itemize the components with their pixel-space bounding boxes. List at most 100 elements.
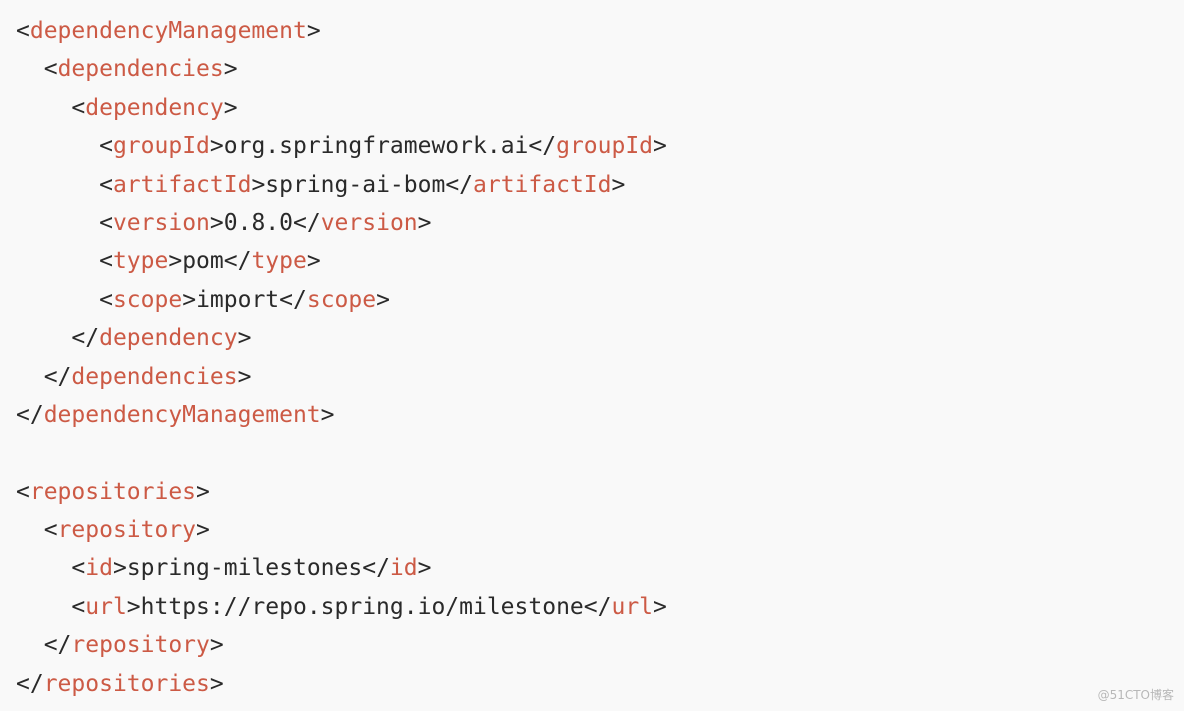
code-line xyxy=(16,434,667,472)
code-text-value: import xyxy=(196,286,280,313)
code-punctuation: </ xyxy=(43,632,72,659)
code-indent xyxy=(16,210,99,236)
code-indent xyxy=(16,95,71,121)
code-punctuation: > xyxy=(417,209,432,236)
code-indent xyxy=(16,248,99,274)
code-punctuation: > xyxy=(237,325,252,352)
code-punctuation: > xyxy=(209,670,224,697)
code-punctuation: < xyxy=(43,56,58,83)
code-punctuation: < xyxy=(71,94,86,121)
code-punctuation: > xyxy=(209,209,224,236)
code-tag-name: groupId xyxy=(556,133,654,160)
code-indent xyxy=(16,172,99,198)
code-punctuation: > xyxy=(112,555,127,582)
code-line: </repository> xyxy=(16,626,667,664)
code-indent xyxy=(16,133,99,159)
code-line: <groupId>org.springframework.ai</groupId… xyxy=(16,127,667,165)
code-punctuation: > xyxy=(306,248,321,275)
code-text-value: spring-milestones xyxy=(126,555,363,582)
code-punctuation: < xyxy=(16,18,30,44)
code-tag-name: url xyxy=(611,593,654,620)
code-indent xyxy=(16,287,99,313)
code-punctuation: </ xyxy=(16,670,44,697)
code-punctuation: </ xyxy=(71,325,100,352)
code-punctuation: > xyxy=(611,171,626,198)
code-line: <artifactId>spring-ai-bom</artifactId> xyxy=(16,166,667,204)
code-tag-name: dependency xyxy=(85,94,224,121)
code-punctuation: </ xyxy=(362,555,390,582)
code-tag-name: dependency xyxy=(99,325,238,352)
code-punctuation: </ xyxy=(279,286,307,313)
code-punctuation: < xyxy=(71,555,86,582)
code-punctuation: < xyxy=(99,248,113,275)
code-punctuation: > xyxy=(223,94,238,121)
code-block[interactable]: <dependencyManagement> <dependencies> <d… xyxy=(16,12,667,703)
code-punctuation: > xyxy=(417,555,432,582)
code-tag-name: id xyxy=(389,555,418,582)
code-tag-name: artifactId xyxy=(112,171,252,198)
code-punctuation: </ xyxy=(583,593,612,620)
code-line: <dependencyManagement> xyxy=(16,12,667,50)
code-line: <type>pom</type> xyxy=(16,242,667,280)
code-tag-name: repositories xyxy=(29,478,197,505)
code-punctuation: </ xyxy=(528,133,557,160)
code-line: <scope>import</scope> xyxy=(16,281,667,319)
code-text-value: pom xyxy=(182,248,224,275)
code-indent xyxy=(16,364,44,390)
code-punctuation: > xyxy=(168,248,183,275)
code-punctuation: > xyxy=(653,133,667,160)
code-line: </dependencyManagement> xyxy=(16,396,667,434)
code-punctuation: > xyxy=(209,133,224,160)
code-line: <version>0.8.0</version> xyxy=(16,204,667,242)
code-punctuation: > xyxy=(196,517,210,544)
code-punctuation: < xyxy=(99,286,113,313)
code-line: </repositories> xyxy=(16,665,667,703)
code-punctuation: < xyxy=(99,171,113,198)
code-line: <dependency> xyxy=(16,89,667,127)
code-tag-name: url xyxy=(85,593,127,620)
code-indent xyxy=(16,517,44,543)
code-tag-name: dependencies xyxy=(57,56,224,83)
code-punctuation: < xyxy=(99,209,113,236)
code-punctuation: > xyxy=(653,593,667,620)
code-line: </dependencies> xyxy=(16,358,667,396)
code-punctuation: > xyxy=(376,286,390,313)
code-tag-name: scope xyxy=(112,286,183,313)
code-punctuation: > xyxy=(182,286,197,313)
code-line: <url>https://repo.spring.io/milestone</u… xyxy=(16,588,667,626)
code-tag-name: repository xyxy=(71,632,210,659)
code-indent xyxy=(16,632,44,658)
code-tag-name: repositories xyxy=(43,670,210,697)
code-punctuation: </ xyxy=(16,401,44,428)
code-punctuation: > xyxy=(320,401,335,428)
code-text-value: spring-ai-bom xyxy=(265,171,446,198)
watermark: @51CTO博客 xyxy=(1097,688,1174,702)
code-punctuation: > xyxy=(196,478,210,505)
code-text-value: https://repo.spring.io/milestone xyxy=(140,593,584,620)
code-tag-name: id xyxy=(85,555,113,582)
code-tag-name: version xyxy=(112,209,210,236)
code-line: </dependency> xyxy=(16,319,667,357)
code-punctuation: </ xyxy=(293,209,321,236)
code-indent xyxy=(16,594,71,620)
code-punctuation: > xyxy=(237,363,252,390)
code-tag-name: scope xyxy=(306,286,377,313)
code-punctuation: </ xyxy=(445,171,474,198)
code-tag-name: dependencies xyxy=(71,363,238,390)
code-indent xyxy=(16,325,71,351)
code-tag-name: dependencyManagement xyxy=(43,401,321,428)
code-indent xyxy=(16,56,44,82)
code-tag-name: artifactId xyxy=(473,171,612,198)
code-punctuation: < xyxy=(43,517,58,544)
code-line: <repositories> xyxy=(16,473,667,511)
code-indent xyxy=(16,555,71,581)
code-punctuation: < xyxy=(16,478,30,505)
code-line: <id>spring-milestones</id> xyxy=(16,549,667,587)
code-punctuation: > xyxy=(251,171,266,198)
code-punctuation: > xyxy=(209,632,224,659)
code-punctuation: </ xyxy=(223,248,252,275)
code-punctuation: < xyxy=(99,133,113,160)
code-tag-name: type xyxy=(251,248,307,275)
code-punctuation: < xyxy=(71,593,86,620)
code-text-value: org.springframework.ai xyxy=(223,133,529,160)
